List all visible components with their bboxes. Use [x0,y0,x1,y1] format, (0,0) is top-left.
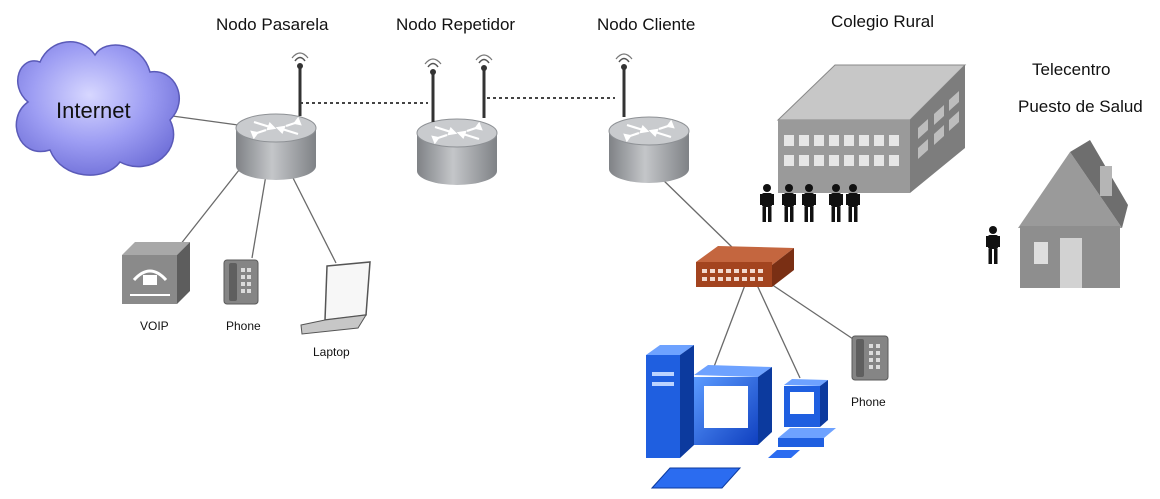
telephone-icon [851,335,889,381]
telephone-icon [223,259,259,305]
building-icon [776,64,967,193]
antenna-icon [474,53,494,120]
cloud-icon [15,41,180,176]
desktop-computer-icon [768,379,836,458]
antenna-icon [290,51,310,118]
colegio-rural-label: Colegio Rural [831,12,934,31]
internet-label: Internet [56,98,131,123]
voip-label: VOIP [140,319,169,333]
phone-left-label: Phone [226,319,261,333]
nodo-repetidor-label: Nodo Repetidor [396,15,516,34]
person-icon [760,184,774,222]
desktop-computer-icon [646,345,772,489]
laptop-label: Laptop [313,345,350,359]
nodo-cliente-label: Nodo Cliente [597,15,696,34]
wireless-links [300,97,615,104]
antenna-icon [423,57,443,124]
ip-phone-icon [122,242,190,304]
laptop-icon [300,261,371,335]
puesto-de-salud-label: Puesto de Salud [1018,97,1143,116]
telecentro-label: Telecentro [1032,60,1111,79]
nodo-pasarela-label: Nodo Pasarela [216,15,329,34]
router-icon [234,112,318,182]
switch-icon [696,246,794,287]
person-icon [986,226,1000,264]
router-icon [607,115,691,185]
house-icon [1018,140,1128,288]
antenna-icon [614,52,634,119]
router-icon [415,117,499,187]
phone-right-label: Phone [851,395,886,409]
wired-links [164,114,863,379]
